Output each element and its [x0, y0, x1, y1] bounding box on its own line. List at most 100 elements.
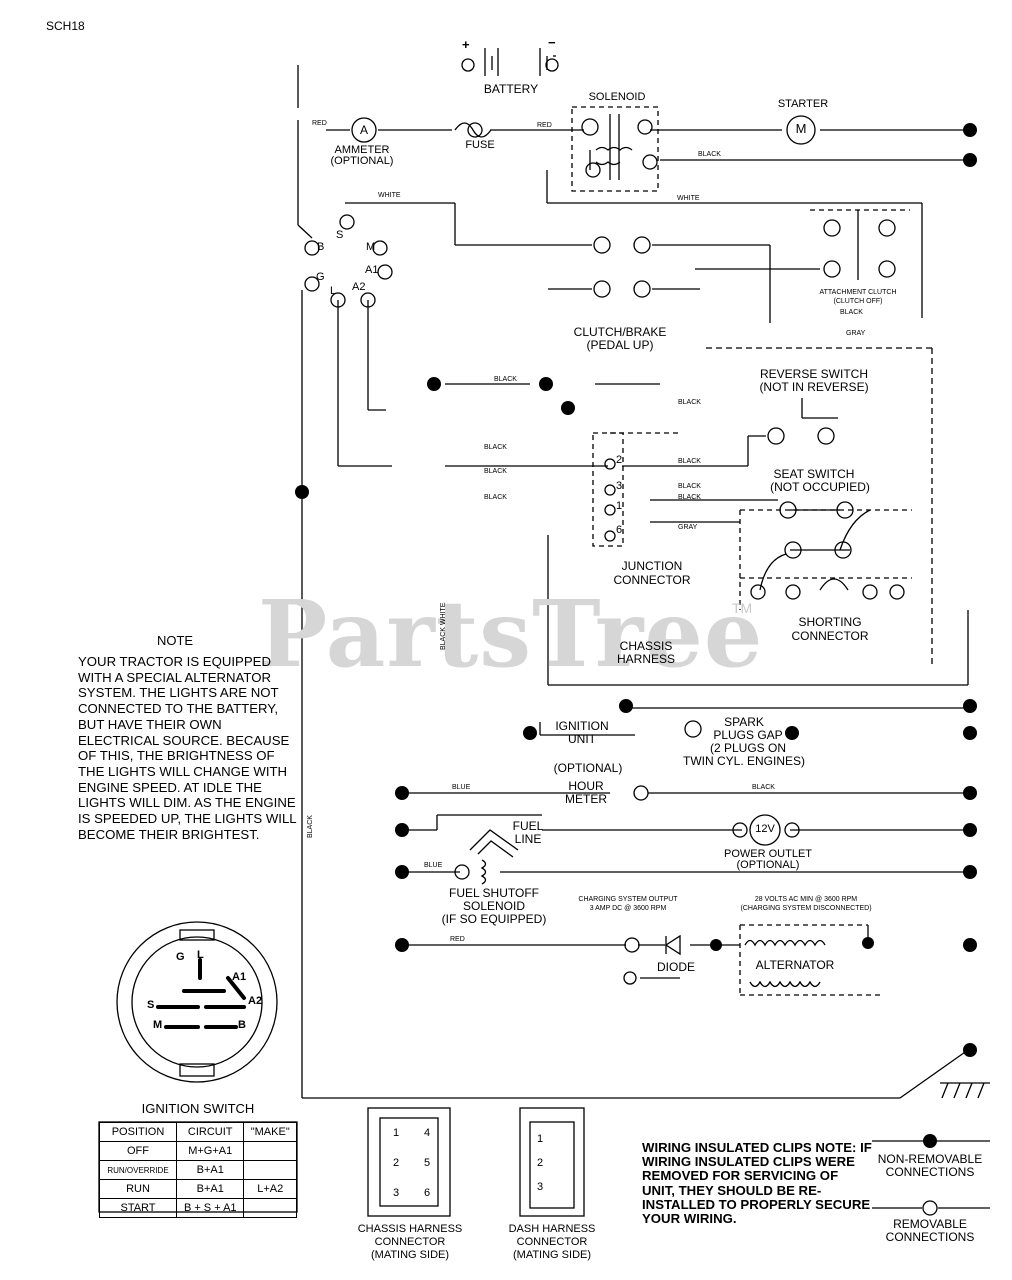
- hour-meter-sub: METER: [565, 792, 607, 806]
- switch-term-a2: A2: [248, 995, 263, 1007]
- wire-gray-label: GRAY: [846, 330, 866, 337]
- junction-pin-2: 2: [616, 454, 623, 466]
- wire-red-label: RED: [312, 120, 327, 127]
- reverse-switch-label: REVERSE SWITCH: [759, 367, 869, 381]
- note-title: NOTE: [156, 633, 194, 648]
- shorting-connector-label: SHORTING: [798, 615, 862, 629]
- wire-black-label: BLACK: [678, 483, 701, 490]
- table-cell: RUN/OVERRIDE: [98, 1160, 178, 1180]
- wire-red-label: RED: [450, 936, 465, 943]
- table-row: START B + S + A1: [98, 1198, 297, 1218]
- legend-removable: REMOVABLE: [893, 1217, 967, 1231]
- wire-white-label: WHITE: [378, 192, 401, 199]
- hour-meter-label: HOUR: [568, 779, 604, 793]
- ignition-unit-label: IGNITION: [555, 719, 609, 733]
- connector-pin: 1: [537, 1133, 544, 1145]
- table-cell: [243, 1198, 297, 1218]
- fuel-solenoid-note: (IF SO EQUIPPED): [441, 912, 547, 926]
- spark-plugs-note: (2 PLUGS ON: [709, 741, 787, 755]
- table-cell: [243, 1160, 297, 1180]
- connector-pin: 6: [424, 1187, 431, 1199]
- clutch-brake-sub: (PEDAL UP): [586, 338, 654, 352]
- terminal-b: B: [317, 241, 325, 253]
- battery-plus-sign: +: [462, 37, 470, 52]
- connector-pin: 2: [537, 1157, 544, 1169]
- wire-white-label: WHITE: [677, 195, 700, 202]
- connector-pin: 1: [393, 1127, 400, 1139]
- wire-black-label: BLACK: [678, 399, 701, 406]
- connector-pin: 2: [393, 1157, 400, 1169]
- wire-gray-label: GRAY: [678, 524, 698, 531]
- power-outlet-symbol: 12V: [755, 823, 775, 835]
- table-cell: M+G+A1: [176, 1141, 245, 1161]
- switch-term-s: S: [147, 999, 155, 1011]
- switch-term-a1: A1: [232, 971, 247, 983]
- junction-connector-sub: CONNECTOR: [613, 573, 691, 587]
- solenoid-label: SOLENOID: [588, 91, 646, 103]
- wire-black-label: BLACK: [494, 376, 517, 383]
- spark-plugs-label: SPARK: [724, 715, 764, 729]
- ammeter-symbol: A: [359, 123, 369, 137]
- wire-black-label: BLACK: [698, 151, 721, 158]
- fuel-solenoid-label: FUEL SHUTOFF: [448, 886, 540, 900]
- spark-plugs-note-2: TWIN CYL. ENGINES): [682, 754, 806, 768]
- fuel-line-sub: LINE: [514, 832, 542, 846]
- table-row: RUN B+A1 L+A2: [98, 1179, 297, 1199]
- chassis-harness-sub: HARNESS: [616, 652, 676, 666]
- switch-term-l: L: [197, 949, 204, 961]
- switch-term-g: G: [176, 951, 185, 963]
- terminal-a2: A2: [352, 281, 366, 293]
- power-outlet-label: POWER OUTLET: [723, 848, 813, 860]
- clutch-brake-label: CLUTCH/BRAKE: [573, 325, 667, 339]
- seat-switch-sub: (NOT OCCUPIED): [770, 480, 870, 494]
- table-header: "MAKE": [243, 1122, 297, 1142]
- table-cell: L+A2: [243, 1179, 297, 1199]
- starter-label: STARTER: [777, 98, 829, 110]
- table-row: RUN/OVERRIDE B+A1: [98, 1160, 297, 1180]
- hour-meter-optional: (OPTIONAL): [553, 761, 623, 775]
- fuel-solenoid-sub: SOLENOID: [462, 899, 526, 913]
- reverse-switch-sub: (NOT IN REVERSE): [759, 380, 869, 394]
- wire-black-label: BLACK: [678, 494, 701, 501]
- ammeter-optional: (OPTIONAL): [330, 155, 394, 167]
- trademark-mark: TM: [732, 600, 753, 616]
- seat-switch-label: SEAT SWITCH: [773, 467, 855, 481]
- power-outlet-optional: (OPTIONAL): [736, 859, 800, 871]
- alternator-note-sub: (CHARGING SYSTEM DISCONNECTED): [740, 905, 872, 912]
- fuel-line-label: FUEL: [512, 819, 544, 833]
- note-body: YOUR TRACTOR IS EQUIPPED WITH A SPECIAL …: [78, 654, 297, 842]
- legend-non-removable: NON-REMOVABLE: [877, 1152, 983, 1166]
- attachment-clutch-sub: (CLUTCH OFF): [833, 298, 883, 305]
- wire-black-label: BLACK: [678, 458, 701, 465]
- dash-connector-sub: CONNECTOR: [516, 1236, 588, 1248]
- dash-connector-label: DASH HARNESS: [508, 1223, 596, 1235]
- table-cell: [243, 1141, 297, 1161]
- wire-black-label: BLACK: [484, 494, 507, 501]
- table-cell: B + S + A1: [176, 1198, 245, 1218]
- ammeter-label: AMMETER: [334, 144, 390, 156]
- table-cell: B+A1: [176, 1179, 245, 1199]
- ignition-switch-title: IGNITION SWITCH: [141, 1101, 255, 1116]
- junction-pin-3: 3: [616, 480, 623, 492]
- spark-plugs-gap: PLUGS GAP: [713, 728, 783, 742]
- table-header-row: POSITION CIRCUIT "MAKE": [98, 1122, 297, 1142]
- fuse-label: FUSE: [465, 139, 495, 151]
- table-cell: OFF: [98, 1141, 178, 1161]
- switch-term-b: B: [238, 1019, 246, 1031]
- terminal-s: S: [336, 229, 344, 241]
- switch-term-m: M: [153, 1019, 163, 1031]
- table-row: OFF M+G+A1: [98, 1141, 297, 1161]
- ignition-unit-sub: UNIT: [568, 732, 596, 746]
- wire-black-label: BLACK: [840, 309, 863, 316]
- alternator-note: 28 VOLTS AC MIN @ 3600 RPM: [754, 896, 858, 903]
- junction-pin-1: 1: [616, 500, 623, 512]
- battery-minus-sign: −: [548, 35, 556, 50]
- charging-note: CHARGING SYSTEM OUTPUT: [578, 896, 678, 903]
- chassis-harness-label: CHASSIS: [619, 639, 673, 653]
- terminal-l: L: [330, 285, 337, 297]
- connector-pin: 5: [424, 1157, 431, 1169]
- partstree-watermark: PartsTree: [258, 580, 764, 688]
- chassis-connector-sub: CONNECTOR: [374, 1236, 446, 1248]
- wire-blue-label: BLUE: [452, 784, 471, 791]
